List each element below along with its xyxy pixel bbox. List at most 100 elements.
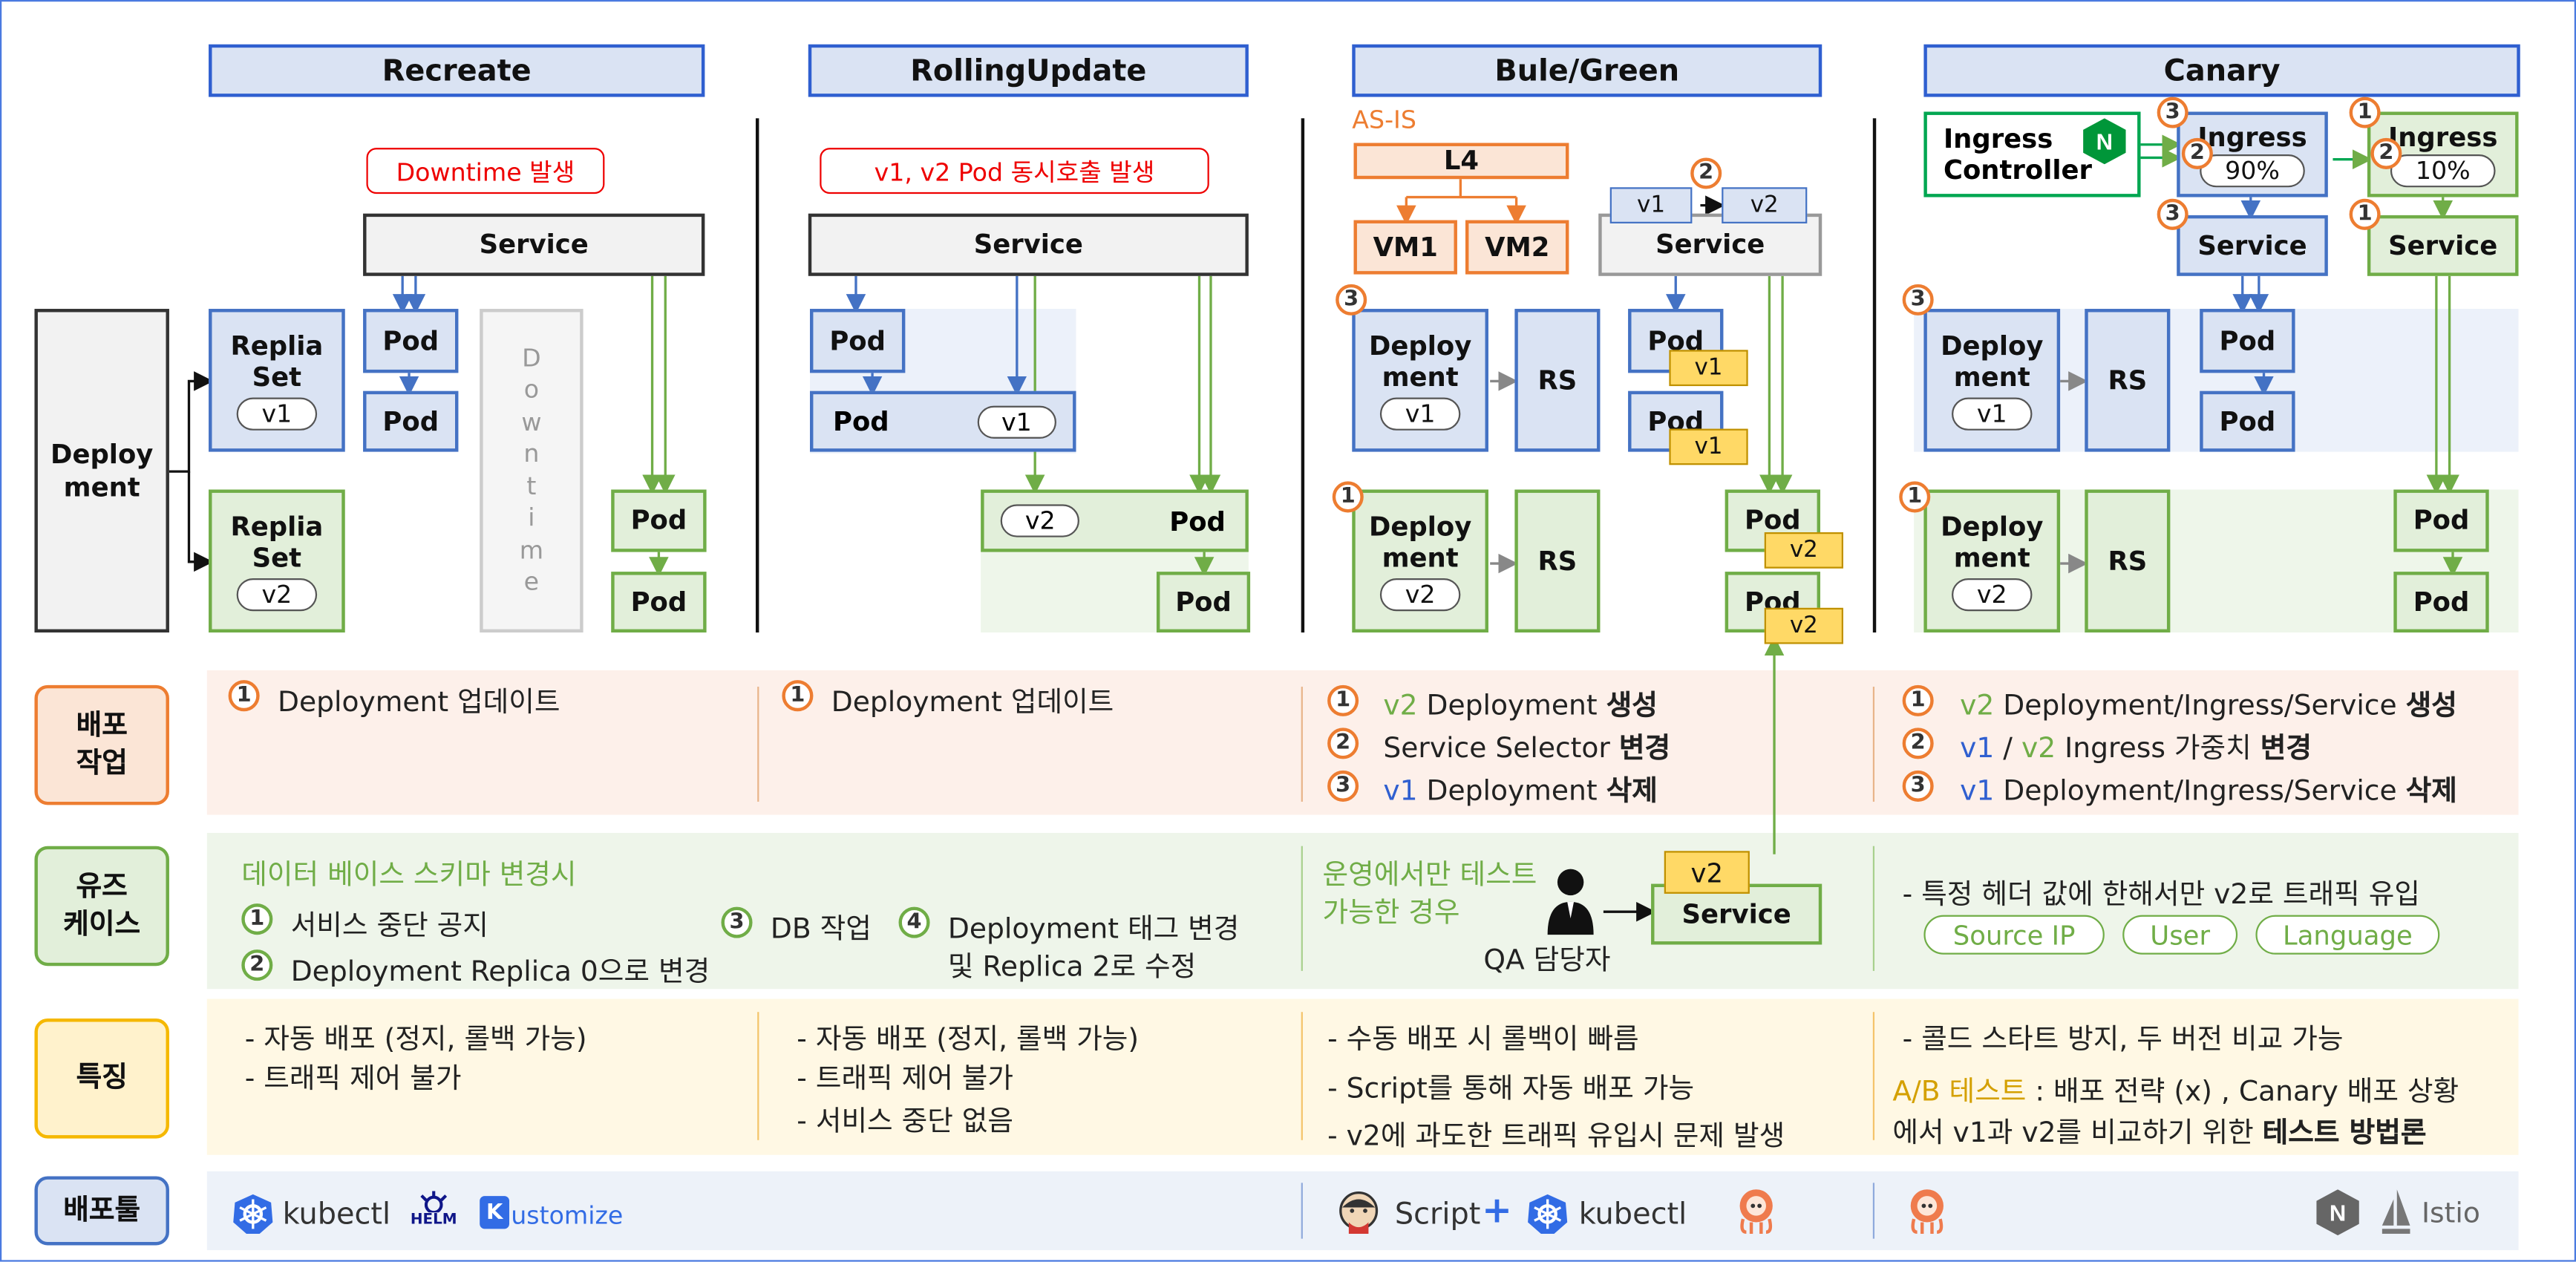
feature-text: - Script를 통해 자동 배포 가능 <box>1327 1073 1695 1106</box>
version-pill-v2: v2 <box>1952 578 2032 612</box>
task-body: Service Selector <box>1383 732 1619 766</box>
version-v1: v1 <box>1960 775 1995 808</box>
tool-kustomize: ustomize <box>511 1200 624 1231</box>
l4-box: L4 <box>1353 143 1569 180</box>
pill-language: Language <box>2255 915 2440 955</box>
row-label-deploy-task: 배포 작업 <box>34 684 169 805</box>
task-verb: 삭제 <box>1606 775 1658 808</box>
step-badge-1: 1 <box>782 680 814 712</box>
step-badge-2: 2 <box>1327 728 1359 759</box>
feature-body: : 배포 전략 (x) , Canary 배포 상황 <box>2026 1076 2459 1109</box>
step-badge-1: 1 <box>1902 684 1934 716</box>
helm-label: HELM <box>410 1212 457 1229</box>
separator <box>1872 846 1875 971</box>
feature-text: - 자동 배포 (정지, 롤백 가능) <box>244 1023 587 1056</box>
rs-box: RS <box>2085 489 2171 633</box>
usecase-item: Deployment 태그 변경 <box>947 913 1240 946</box>
svg-text:N: N <box>2096 128 2113 154</box>
version-pill-v2: v2 <box>237 578 317 612</box>
usecase-bg-text: 가능한 경우 <box>1322 897 1460 930</box>
band-features <box>206 998 2519 1155</box>
service-box: Service <box>1598 213 1823 276</box>
row-label-text: 배포 작업 <box>76 710 128 780</box>
task-verb: 삭제 <box>2405 775 2457 808</box>
kustomize-icon: K <box>480 1196 510 1229</box>
step-badge-2: 2 <box>1690 157 1722 189</box>
service-box: Service <box>363 213 705 276</box>
pod-box: Pod <box>363 390 459 452</box>
step-badge-3: 3 <box>721 906 753 938</box>
task-body: Deployment/Ingress/Service <box>2003 690 2406 723</box>
tool-script: Script <box>1394 1197 1481 1232</box>
separator <box>1872 118 1877 633</box>
version-v1: v1 <box>1383 775 1418 808</box>
version-v2: v2 <box>1960 690 1995 723</box>
band-tasks <box>206 670 2519 815</box>
feature-text: - 콜드 스타트 방지, 두 버전 비교 가능 <box>1902 1023 2344 1056</box>
nginx-logo-icon: N <box>2083 118 2126 165</box>
pod-box: Pod <box>363 309 459 373</box>
pod-box: Pod <box>1156 572 1251 633</box>
task-text: Deployment 업데이트 <box>277 687 560 720</box>
task-text: v2 Deployment/Ingress/Service 생성 <box>1960 681 2457 722</box>
step-badge-1: 1 <box>241 903 273 935</box>
step-badge-2: 2 <box>241 949 273 981</box>
deployment-box: Deploy ment <box>34 309 169 633</box>
task-text: v1 Deployment 삭제 <box>1383 767 1658 808</box>
separator <box>1301 846 1303 971</box>
tool-kubectl: kubectl <box>282 1197 391 1232</box>
step-badge-2: 2 <box>2370 137 2402 169</box>
deployment-v2: Deploy ment v2 <box>1352 489 1488 633</box>
svg-text:N: N <box>2330 1200 2346 1226</box>
deployment-v1: Deploy ment v1 <box>1352 309 1488 452</box>
task-verb: 변경 <box>1618 732 1671 766</box>
separator <box>1301 1183 1303 1239</box>
replicaset-v1: Replia Set v1 <box>209 309 345 452</box>
step-badge-3: 3 <box>2157 198 2188 230</box>
argo-icon <box>1735 1186 1778 1235</box>
vm1-box: VM1 <box>1353 220 1457 275</box>
plus-sign: + <box>1482 1191 1512 1232</box>
downtime-box: D o w n t i m e <box>480 309 583 633</box>
version-pill-v2: v2 <box>1380 578 1460 612</box>
step-badge-4: 4 <box>898 906 930 938</box>
header-canary: Canary <box>1923 44 2520 97</box>
row-label-feature: 특징 <box>34 1019 169 1139</box>
rs-box: RS <box>2085 309 2171 452</box>
row-label-text: 배포툴 <box>63 1194 141 1228</box>
feature-text: - 서비스 중단 없음 <box>797 1105 1014 1139</box>
task-verb: 생성 <box>1606 690 1658 723</box>
version-v2: v2 <box>1383 690 1418 723</box>
feature-emphasis: 테스트 방법론 <box>2262 1116 2427 1151</box>
task-text: v1 Deployment/Ingress/Service 삭제 <box>1960 767 2457 808</box>
deployment-label: Deploy ment <box>1368 330 1472 393</box>
qa-label: QA 담당자 <box>1483 944 1611 978</box>
step-badge-1: 1 <box>1899 481 1931 513</box>
separator <box>1872 687 1875 802</box>
weight-pill-90: 90% <box>2200 154 2305 188</box>
version-pill-v1: v1 <box>1380 397 1460 431</box>
version-pill-v1: v1 <box>1952 397 2032 431</box>
weight-pill-10: 10% <box>2390 154 2495 188</box>
pod-label: Pod <box>832 405 889 437</box>
feature-text: - 트래픽 제어 불가 <box>797 1062 1014 1096</box>
kubernetes-icon <box>232 1193 275 1236</box>
separator <box>1301 1012 1303 1140</box>
tag-v1: v1 <box>1609 187 1693 223</box>
tag-v2: v2 <box>1764 607 1843 644</box>
argo-icon <box>1906 1186 1949 1235</box>
pod-box: Pod <box>2393 572 2489 633</box>
row-label-text: 유즈 케이스 <box>63 871 141 941</box>
pod-v2-row: v2 Pod <box>981 489 1249 552</box>
replicaset-v2: Replia Set v2 <box>209 489 345 633</box>
version-pill-v1: v1 <box>237 397 317 431</box>
task-body: Ingress 가중치 <box>2056 732 2260 766</box>
replicaset-label: Replia Set <box>230 510 324 574</box>
feature-text: - 트래픽 제어 불가 <box>244 1062 462 1096</box>
task-verb: 변경 <box>2260 732 2312 766</box>
rolling-warning: v1, v2 Pod 동시호출 발생 <box>820 148 1209 194</box>
tool-kubectl: kubectl <box>1578 1197 1687 1232</box>
separator <box>1872 1183 1875 1239</box>
pill-source-ip: Source IP <box>1923 915 2105 955</box>
kubernetes-icon <box>1526 1193 1569 1236</box>
